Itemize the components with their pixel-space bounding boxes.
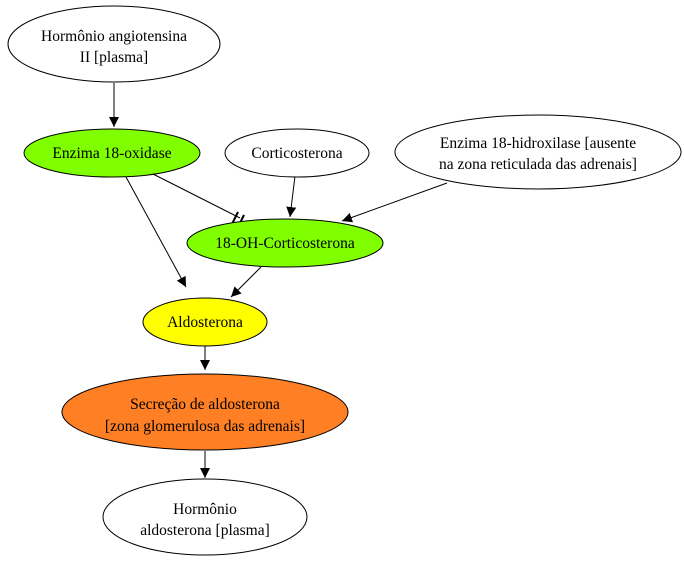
node-hidroxilase-line1: Enzima 18-hidroxilase [ausente xyxy=(440,135,636,152)
node-corticosterona: Corticosterona xyxy=(224,128,370,178)
node-corticosterona-label: Corticosterona xyxy=(251,145,342,162)
edge-oxidase-to-aldosterona xyxy=(125,176,187,288)
node-hormonio-aldosterona-line1: Hormônio xyxy=(173,501,237,518)
node-oxidase: Enzima 18-oxidase xyxy=(23,128,201,178)
node-angiotensin: Hormônio angiotensina II [plasma] xyxy=(7,5,221,83)
node-aldosterona: Aldosterona xyxy=(142,297,268,347)
node-hormonio-aldosterona-line2: aldosterona [plasma] xyxy=(140,522,270,539)
edge-oxidase-to-oh-corticosterona-inhibit xyxy=(152,173,245,228)
node-oxidase-label: Enzima 18-oxidase xyxy=(52,145,171,162)
node-hormonio-aldosterona: Hormônio aldosterona [plasma] xyxy=(102,478,308,556)
node-hidroxilase-line2: na zona reticulada das adrenais] xyxy=(439,156,637,173)
edge-hidroxilase-to-oh-corticosterona xyxy=(341,182,448,223)
node-aldosterona-label: Aldosterona xyxy=(167,314,243,331)
node-secrecao: Secreção de aldosterona [zona glomerulos… xyxy=(61,373,349,451)
edge-corticosterona-to-oh-corticosterona xyxy=(286,175,297,218)
node-secrecao-line2: [zona glomerulosa das adrenais] xyxy=(105,418,305,435)
node-oh-corticosterona: 18-OH-Corticosterona xyxy=(186,218,384,268)
node-hidroxilase: Enzima 18-hidroxilase [ausente na zona r… xyxy=(394,114,682,190)
edges xyxy=(109,83,448,478)
node-secrecao-line1: Secreção de aldosterona xyxy=(130,396,280,413)
node-oh-corticosterona-label: 18-OH-Corticosterona xyxy=(215,235,355,252)
edge-oh-corticosterona-to-aldosterona xyxy=(230,266,262,298)
node-angiotensin-line1: Hormônio angiotensina xyxy=(41,28,187,45)
node-angiotensin-line2: II [plasma] xyxy=(80,49,148,66)
